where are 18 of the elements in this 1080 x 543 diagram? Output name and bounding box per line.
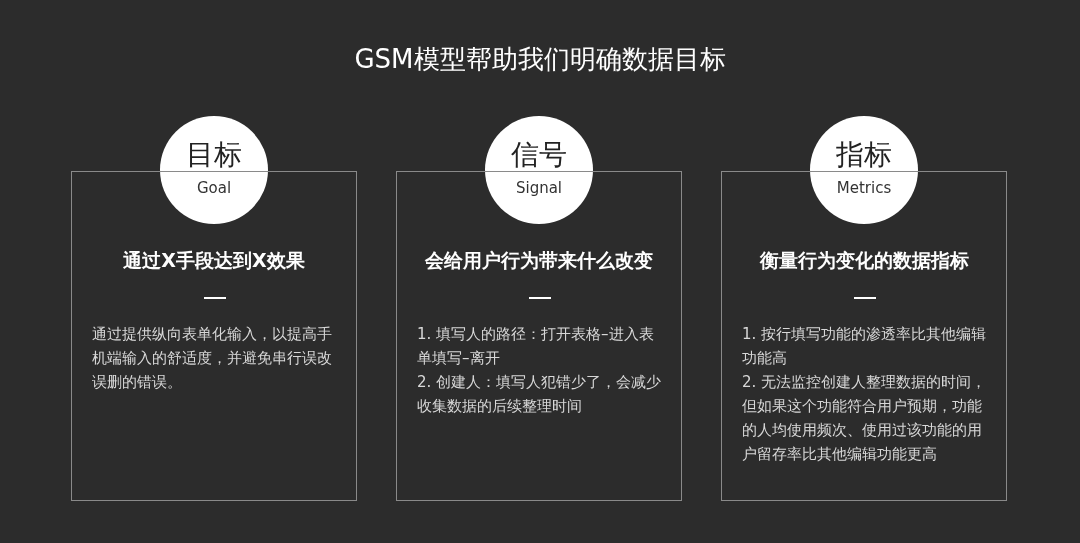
card-heading: 通过X手段达到X效果	[123, 249, 305, 271]
badge-subtitle: Goal	[196, 179, 232, 197]
card-heading: 衡量行为变化的数据指标	[759, 249, 969, 271]
card-text: 通过提供纵向表单化输入，以提高手机端输入的舒适度，并避免串行误改误删的错误。	[92, 324, 333, 393]
card-text: 1. 填写人的路径：打开表格–进入表单填写–离开	[417, 324, 655, 369]
card-text: 2. 创建人：填写人犯错少了，会减少收集数据的后续整理时间	[417, 372, 663, 417]
badge-subtitle: Signal	[515, 179, 563, 197]
badge-title: 指标	[836, 138, 892, 171]
card-panel	[396, 171, 682, 501]
card-heading: 会给用户行为带来什么改变	[425, 249, 653, 271]
card-panel	[71, 171, 357, 501]
badge-title: 信号	[511, 138, 567, 171]
card-panel	[721, 171, 1007, 501]
badge-subtitle: Metrics	[836, 179, 892, 197]
diagram-title: GSM模型帮助我们明确数据目标	[354, 43, 726, 76]
badge-title: 目标	[186, 138, 242, 171]
card-text: 2. 无法监控创建人整理数据的时间，但如果这个功能符合用户预期，功能的人均使用频次、使用过该功能的用户留存率比其他编辑功能更高	[742, 372, 988, 465]
card-text: 1. 按行填写功能的渗透率比其他编辑功能高	[742, 324, 988, 369]
